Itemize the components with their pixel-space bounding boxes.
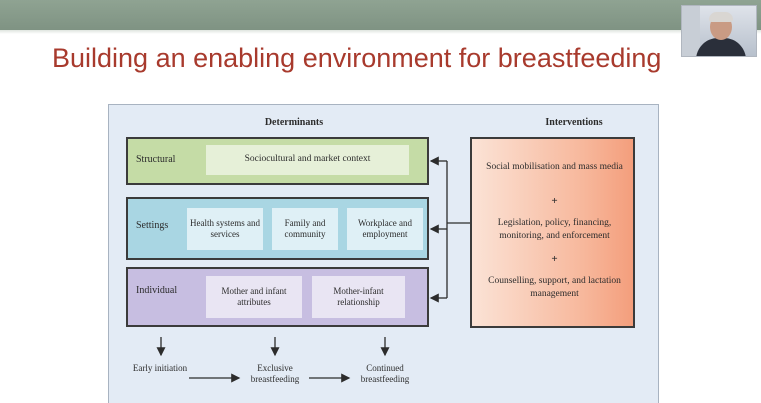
settings-label: Settings [136, 220, 169, 231]
presenter-hair [709, 12, 733, 22]
intervention-counselling-support: Counselling, support, and lactation mana… [488, 276, 621, 299]
intervention-plus-2: + [551, 253, 558, 265]
outcome-continued-breastfeeding: Continued breastfeeding [360, 363, 410, 385]
individual-determinant-box: Individual Mother and infant attributes … [126, 267, 429, 327]
determinants-heading: Determinants [264, 117, 324, 128]
interventions-heading: Interventions [545, 117, 603, 128]
outcome-exclusive-breastfeeding: Exclusive breastfeeding [250, 363, 300, 385]
workplace-employment-box: Workplace and employment [347, 208, 423, 250]
slide-header-bar [0, 0, 761, 30]
framework-figure: Determinants Interventions Structural So… [108, 104, 659, 403]
slide-header-shadow [0, 30, 761, 34]
slide-title: Building an enabling environment for bre… [52, 43, 662, 73]
mother-infant-relationship-box: Mother-infant relationship [312, 276, 405, 318]
settings-determinant-box: Settings Health systems and services Fam… [126, 197, 429, 260]
sociocultural-context-box: Sociocultural and market context [206, 145, 409, 175]
structural-label: Structural [136, 154, 176, 165]
presenter-webcam-thumbnail[interactable] [681, 5, 757, 57]
intervention-plus-1: + [551, 195, 558, 207]
individual-label: Individual [136, 285, 178, 296]
mother-infant-attributes-box: Mother and infant attributes [206, 276, 302, 318]
intervention-legislation-policy: Legislation, policy, financing, monitori… [497, 218, 612, 241]
outcome-early-initiation: Early initiation [132, 363, 188, 373]
framework-arrows [156, 156, 470, 383]
family-community-box: Family and community [272, 208, 338, 250]
interventions-box: Social mobilisation and mass media + Leg… [470, 137, 635, 328]
presenter-body [696, 38, 746, 56]
intervention-social-mobilisation: Social mobilisation and mass media [486, 162, 623, 172]
structural-determinant-box: Structural Sociocultural and market cont… [126, 137, 429, 185]
webcam-background [682, 6, 700, 56]
health-systems-box: Health systems and services [187, 208, 263, 250]
